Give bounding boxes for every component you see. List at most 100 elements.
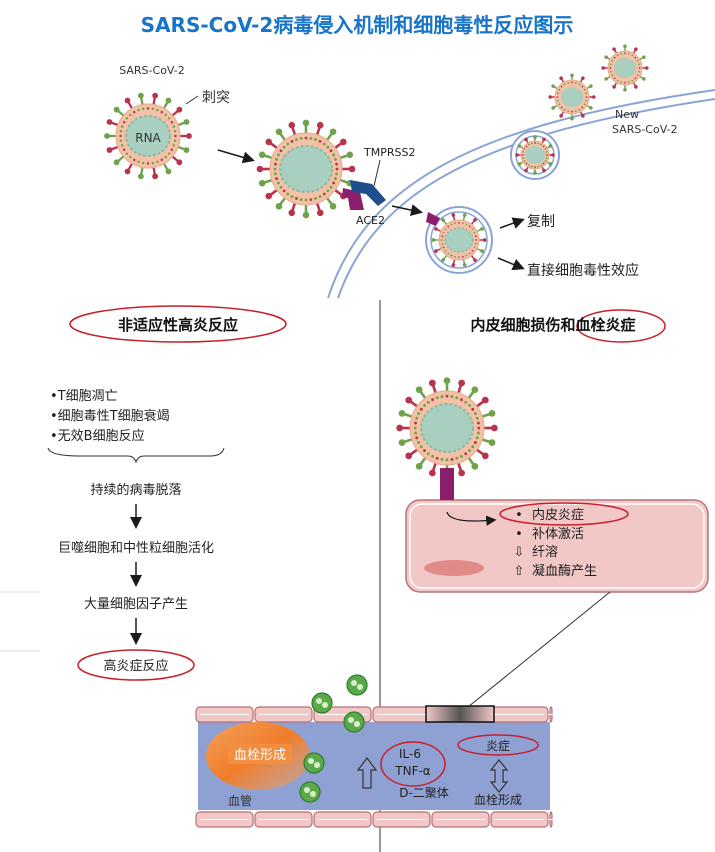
tmprss2-label: TMPRSS2	[363, 146, 415, 159]
virus-membrane-protein	[335, 162, 338, 166]
virus-membrane-protein	[525, 162, 528, 165]
virus-membrane-protein	[468, 449, 471, 452]
virus-membrane-protein	[290, 195, 294, 198]
virus-membrane-protein	[119, 139, 123, 143]
virus-membrane-protein	[556, 92, 559, 95]
virus-spike-tip	[601, 66, 606, 70]
endosome	[425, 206, 493, 274]
cytotoxic-label: 直接细胞毒性效应	[527, 262, 639, 279]
clot-label: 血栓形成	[234, 748, 286, 763]
inflammation-oval	[457, 734, 539, 756]
virus-membrane-protein	[471, 407, 475, 411]
virus-membrane-protein	[129, 113, 132, 117]
right-heading-oval	[576, 309, 666, 343]
virus-membrane-protein	[415, 416, 419, 420]
virus-membrane-protein	[540, 164, 542, 167]
virus-membrane-protein	[125, 117, 129, 120]
virus-spike-tip	[458, 379, 465, 387]
virus-membrane-protein	[611, 74, 614, 77]
virus-membrane-protein	[322, 192, 326, 196]
virus-membrane-protein	[164, 155, 167, 159]
virus-membrane-protein	[444, 228, 447, 231]
replication-label: 复制	[527, 213, 555, 230]
virus-membrane-protein	[172, 144, 176, 147]
neutrophil	[299, 781, 321, 803]
neutrophil	[303, 752, 325, 774]
ace2-receptor-endothelium	[440, 468, 454, 500]
virus-membrane-protein	[563, 108, 566, 111]
virus-membrane-protein	[440, 239, 443, 241]
neutrophil-nucleus	[354, 721, 360, 727]
virus-membrane-protein	[309, 137, 313, 140]
virus-membrane-protein	[460, 454, 463, 458]
diagram-title: SARS-CoV-2病毒侵入机制和细胞毒性反应图示	[141, 13, 574, 37]
virus-membrane-protein	[125, 152, 129, 155]
virus-membrane-protein	[431, 398, 434, 402]
virus-membrane-protein	[461, 255, 464, 258]
virus-membrane-protein	[173, 139, 177, 143]
virus-membrane-protein	[546, 154, 548, 156]
virus-spike-tip	[152, 173, 159, 180]
virus-spike-tip	[348, 165, 356, 173]
neutrophil	[311, 692, 333, 714]
neutrophil-nucleus	[357, 684, 363, 690]
new-virus-label-2: SARS-CoV-2	[612, 123, 678, 136]
hyperinflammation-oval	[77, 649, 195, 681]
virus-membrane-protein	[624, 52, 626, 55]
virus-membrane-protein	[441, 235, 444, 238]
virus-membrane-protein	[609, 67, 612, 69]
virus-spike-tip	[302, 211, 310, 219]
virus-membrane-protein	[609, 70, 612, 73]
virus-membrane-protein	[318, 140, 322, 143]
virus-membrane-protein	[585, 92, 588, 95]
virus-spike-tip	[462, 213, 467, 217]
virus-membrane-protein	[613, 56, 616, 59]
cytokine-oval	[380, 741, 446, 787]
virus-membrane-protein	[638, 67, 641, 69]
virus-membrane-protein	[440, 395, 444, 398]
virus-spike-tip	[581, 76, 585, 80]
virus-membrane-protein	[585, 96, 588, 98]
virus-spike-tip	[612, 85, 616, 89]
virus-membrane-protein	[273, 167, 277, 171]
virus-membrane-protein	[473, 441, 477, 444]
virus-membrane-protein	[583, 103, 586, 106]
virus-membrane-protein	[122, 148, 126, 151]
virus-membrane-protein	[616, 79, 619, 82]
virus-membrane-protein	[464, 400, 468, 404]
virus-membrane-protein	[160, 158, 163, 162]
virus-membrane-protein	[329, 185, 333, 189]
spike-pointer-line	[185, 95, 199, 105]
virus-membrane-protein	[133, 158, 136, 162]
virus-spike-tip	[581, 114, 585, 118]
virus-membrane-protein	[122, 121, 126, 124]
neutrophil-nucleus	[348, 717, 354, 723]
virus-membrane-protein	[471, 249, 474, 252]
virus-spike-tip	[396, 424, 404, 432]
virus-membrane-protein	[440, 458, 444, 461]
virus-spike-tip	[434, 249, 438, 253]
virus-spike-tip	[124, 97, 131, 104]
virus-membrane-protein	[442, 246, 445, 249]
virus-spike-tip	[451, 263, 456, 267]
virus-membrane-protein	[578, 83, 581, 86]
endothelium-virus	[396, 377, 498, 479]
virus-membrane-protein	[624, 81, 626, 84]
virus-membrane-protein	[522, 150, 525, 153]
virus-spike-tip	[634, 85, 638, 89]
virus-membrane-protein	[156, 160, 159, 164]
new-virus-label-1: New	[615, 108, 639, 121]
virus-spike-tip	[559, 76, 563, 80]
neutrophil-nucleus	[308, 758, 314, 764]
virus-spike-tip	[124, 168, 131, 175]
virus-spike-tip	[258, 151, 266, 159]
virus-membrane-protein	[423, 404, 426, 407]
virus-membrane-protein	[286, 192, 290, 196]
virus-spike-tip	[642, 77, 646, 81]
virus-membrane-protein	[167, 117, 171, 120]
binding-virus	[256, 119, 356, 219]
inflammation-label: 炎症	[486, 738, 510, 753]
virus-spike-tip	[612, 47, 616, 51]
virus-membrane-protein	[616, 54, 619, 57]
virus-membrane-protein	[627, 52, 630, 55]
